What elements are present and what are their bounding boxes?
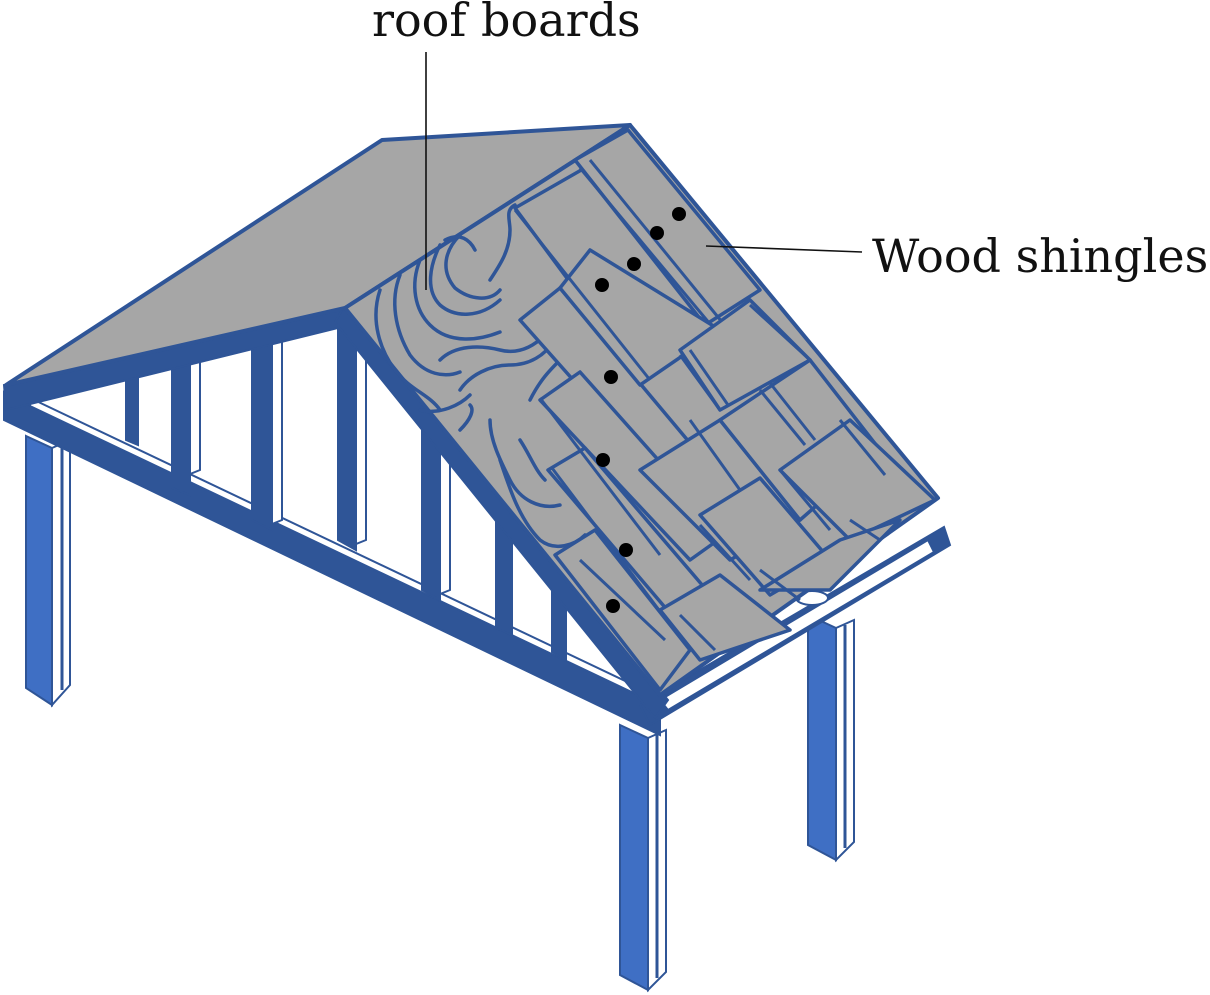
- wood-shingles-leader: [705, 245, 863, 253]
- top-plate-side: [638, 525, 952, 727]
- wood-shingles-label: Wood shingles: [872, 229, 1208, 283]
- post-front-left: [25, 434, 71, 708]
- post-front-center: [619, 723, 667, 993]
- post-back-right: [807, 613, 855, 863]
- shingle-nails: [595, 207, 686, 613]
- roof-boards-label: roof boards: [372, 0, 641, 47]
- wood-shingles: [513, 128, 937, 692]
